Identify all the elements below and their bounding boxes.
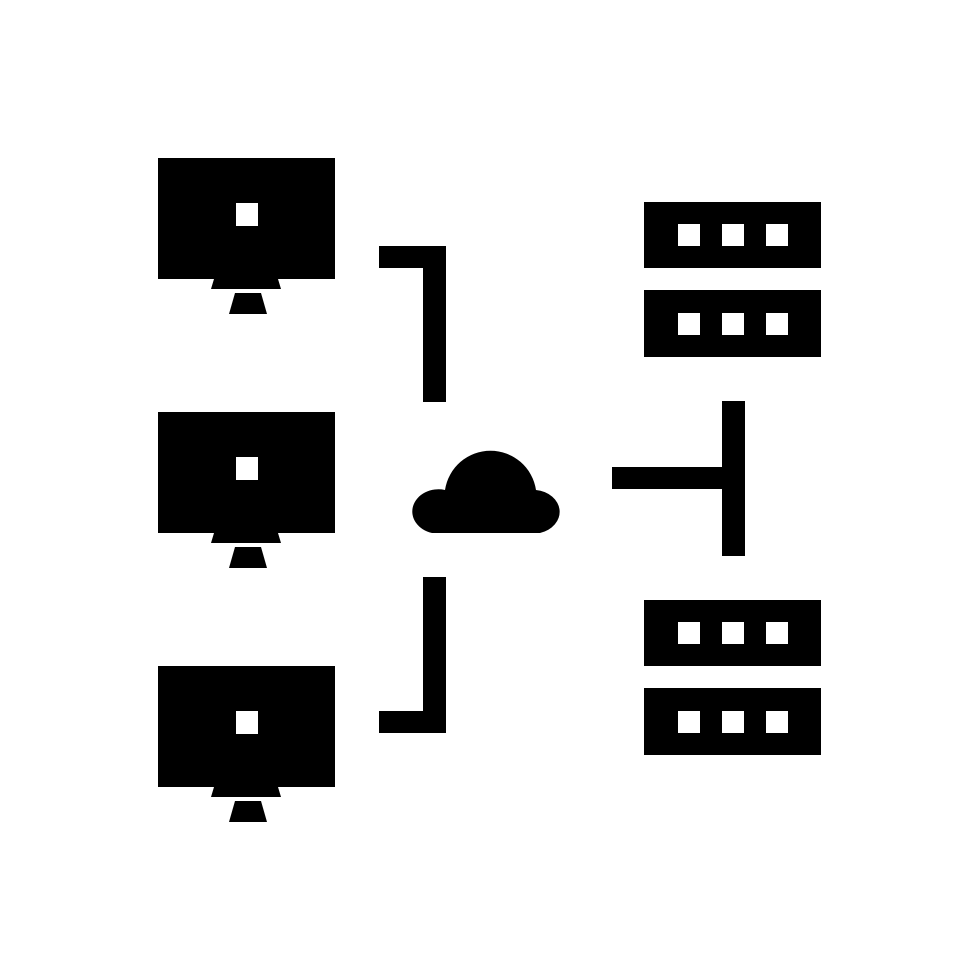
server-stack-2-icon bbox=[644, 600, 821, 755]
server-unit bbox=[644, 202, 821, 268]
cloud-icon bbox=[412, 450, 560, 533]
server-unit bbox=[644, 688, 821, 755]
monitor-stand bbox=[229, 293, 267, 314]
server-unit bbox=[644, 600, 821, 666]
elbow-connector-top bbox=[379, 246, 446, 402]
monitor-stand bbox=[229, 547, 267, 568]
monitor-screen bbox=[158, 666, 335, 797]
monitor-screen bbox=[158, 412, 335, 543]
computer-1-icon bbox=[158, 158, 335, 314]
monitor-screen bbox=[158, 158, 335, 289]
computer-2-icon bbox=[158, 412, 335, 568]
t-connector bbox=[612, 401, 745, 556]
server-stack-1-icon bbox=[644, 202, 821, 357]
elbow-connector-bottom bbox=[379, 577, 446, 733]
computer-3-icon bbox=[158, 666, 335, 822]
server-unit bbox=[644, 290, 821, 357]
monitor-stand bbox=[229, 801, 267, 822]
